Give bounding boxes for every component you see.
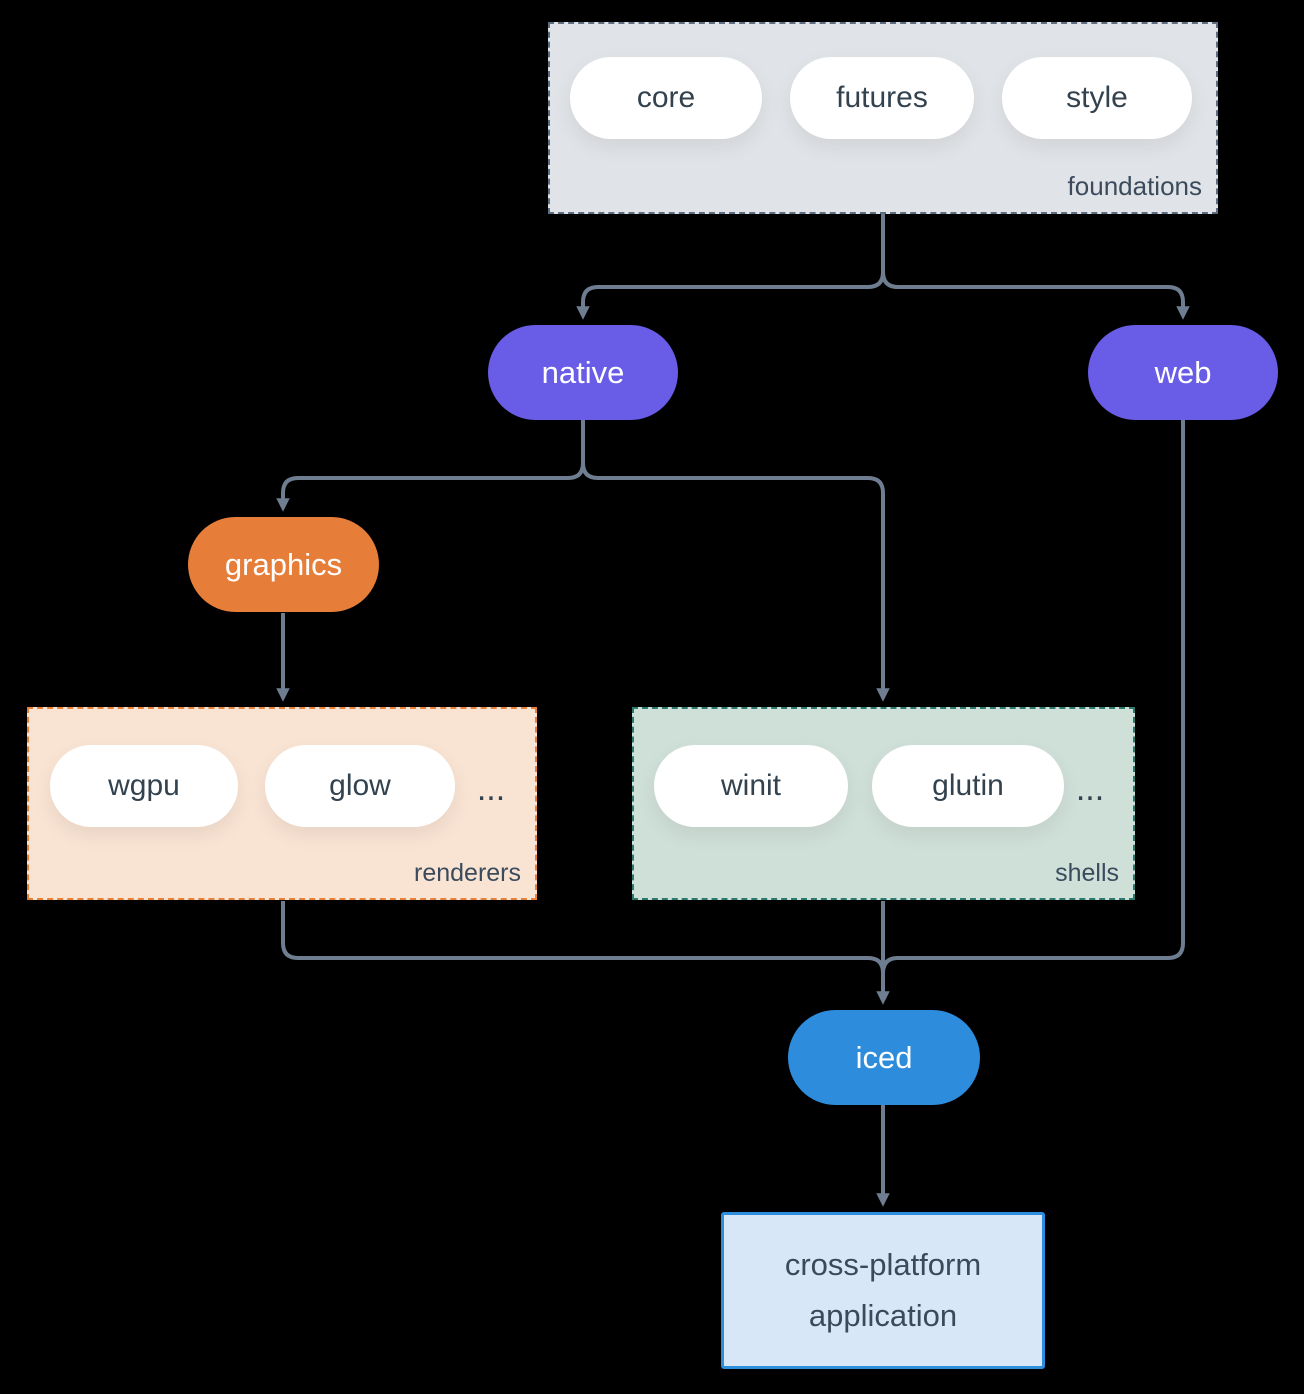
node-graphics-label: graphics — [224, 546, 343, 582]
connector-foundations-web — [881, 214, 1190, 320]
node-iced-label: iced — [855, 1039, 913, 1075]
pill-core-label: core — [636, 81, 696, 114]
pill-glutin-label: glutin — [932, 769, 1004, 802]
application-label: cross-platform application — [784, 1247, 982, 1333]
renderers-ellipsis: ... — [476, 770, 506, 808]
connector-web-iced — [881, 420, 1185, 985]
connector-native-shells — [581, 420, 890, 702]
node-native: native — [488, 325, 678, 420]
connector-native-graphics — [276, 420, 585, 512]
group-foundations: core futures style foundations — [548, 22, 1218, 214]
connector-foundations-native — [576, 214, 885, 320]
pill-wgpu-label: wgpu — [108, 769, 180, 802]
group-renderers: wgpu glow ... renderers — [27, 707, 537, 900]
shells-ellipsis: ... — [1075, 770, 1105, 808]
pill-glutin: glutin — [872, 745, 1064, 827]
node-graphics: graphics — [188, 517, 379, 612]
pill-winit: winit — [654, 745, 848, 827]
pill-glow-label: glow — [329, 769, 391, 802]
pill-style-label: style — [1066, 81, 1128, 114]
node-web-label: web — [1154, 354, 1212, 390]
connector-renderers-iced — [281, 901, 885, 985]
pill-glow: glow — [265, 745, 455, 827]
pill-wgpu: wgpu — [50, 745, 238, 827]
pill-winit-label: winit — [720, 769, 781, 802]
group-shells-label: shells — [1055, 859, 1119, 887]
node-native-label: native — [541, 354, 625, 390]
node-web: web — [1088, 325, 1278, 420]
pill-style: style — [1002, 57, 1192, 139]
group-shells: winit glutin ... shells — [632, 707, 1135, 900]
pill-core: core — [570, 57, 762, 139]
pill-futures-label: futures — [836, 81, 928, 114]
pill-futures: futures — [790, 57, 974, 139]
node-cross-platform-application: cross-platform application — [721, 1212, 1045, 1369]
group-renderers-label: renderers — [414, 859, 521, 887]
group-foundations-label: foundations — [1067, 171, 1202, 201]
node-iced: iced — [788, 1010, 980, 1105]
